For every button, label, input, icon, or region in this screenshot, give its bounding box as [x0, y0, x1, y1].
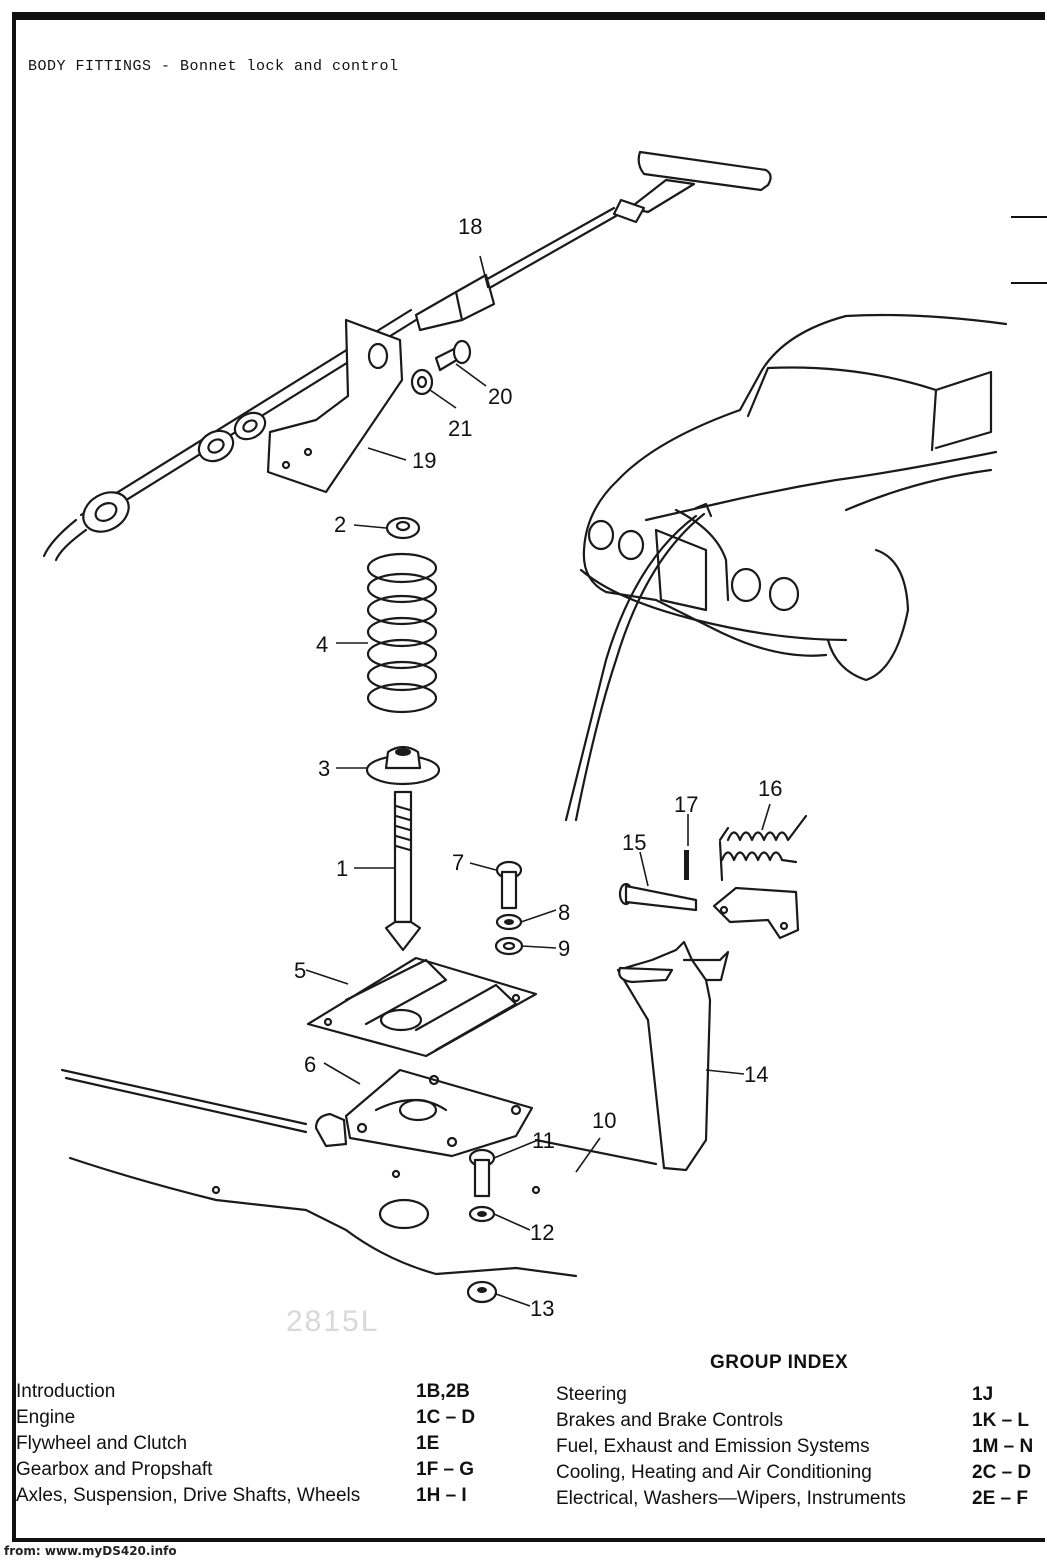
entry-label: Gearbox and Propshaft — [16, 1459, 213, 1480]
group-index-entry[interactable]: Brakes and Brake Controls 1K – L — [556, 1408, 1046, 1434]
callout-12: 12 — [530, 1220, 554, 1245]
group-index-entry[interactable]: Introduction 1B,2B — [16, 1379, 506, 1405]
page-frame — [12, 12, 1045, 1542]
leader-lines — [305, 255, 771, 1307]
group-index-entry[interactable]: Electrical, Washers—Wipers, Instruments 2… — [556, 1486, 1046, 1512]
edge-mark — [1011, 282, 1047, 284]
safety-catch — [616, 940, 730, 1172]
entry-label: Flywheel and Clutch — [16, 1433, 188, 1454]
entry-label: Engine — [16, 1407, 76, 1428]
split-pin — [684, 850, 689, 880]
bonnet-platform-panel — [60, 1068, 658, 1278]
cable-bracket — [266, 318, 404, 494]
entry-code: 2E – F — [972, 1488, 1028, 1509]
entry-label: Cooling, Heating and Air Conditioning — [556, 1462, 872, 1483]
group-index-entry[interactable]: Gearbox and Propshaft 1F – G — [16, 1457, 506, 1483]
page-title: BODY FITTINGS - Bonnet lock and control — [28, 58, 399, 75]
bonnet-release-handle — [612, 150, 772, 224]
entry-label: Fuel, Exhaust and Emission Systems — [556, 1436, 870, 1457]
bracket-washer — [410, 368, 434, 396]
pivot-pin — [618, 882, 698, 912]
entry-code: 1M – N — [972, 1436, 1034, 1457]
entry-label: Introduction — [16, 1381, 116, 1402]
callout-20: 20 — [488, 384, 512, 409]
callout-16: 16 — [758, 776, 782, 801]
guide-plate — [306, 956, 538, 1058]
callout-14: 14 — [744, 1062, 768, 1087]
callout-18: 18 — [458, 214, 482, 239]
group-index-entry[interactable]: Cooling, Heating and Air Conditioning 2C … — [556, 1460, 1046, 1486]
panel-washer — [468, 1205, 496, 1223]
entry-code: 1B,2B — [416, 1381, 470, 1402]
entry-label: Brakes and Brake Controls — [556, 1410, 784, 1431]
group-index-entry[interactable]: Engine 1C – D — [16, 1405, 506, 1431]
callout-1: 1 — [336, 856, 348, 881]
plain-washer — [494, 936, 524, 956]
bracket-bolt — [434, 339, 472, 372]
car-illustration — [564, 313, 1008, 822]
lock-plate — [314, 1068, 534, 1158]
entry-label: Electrical, Washers—Wipers, Instruments — [556, 1488, 906, 1509]
lock-pin — [384, 790, 422, 952]
drawing-reference-mark: 2815L — [286, 1305, 380, 1338]
group-index-entry[interactable]: Axles, Suspension, Drive Shafts, Wheels 1… — [16, 1483, 506, 1509]
group-index-entry[interactable]: Flywheel and Clutch 1E — [16, 1431, 506, 1457]
callout-13: 13 — [530, 1296, 554, 1321]
source-url[interactable]: from: www.myDS420.info — [4, 1544, 177, 1558]
lock-spring — [366, 552, 438, 714]
group-index-entry[interactable]: Steering 1J — [556, 1382, 1046, 1408]
entry-label: Axles, Suspension, Drive Shafts, Wheels — [16, 1485, 361, 1506]
callout-15: 15 — [622, 830, 646, 855]
spring-washer — [495, 913, 523, 931]
callout-6: 6 — [304, 1052, 316, 1077]
callout-21: 21 — [448, 416, 472, 441]
torsion-spring — [718, 814, 808, 882]
panel-bolt — [468, 1148, 496, 1198]
callout-7: 7 — [452, 850, 464, 875]
group-index-right-column: Steering 1J Brakes and Brake Controls 1K –… — [556, 1382, 1046, 1512]
group-index-title: GROUP INDEX — [710, 1352, 849, 1373]
callout-10: 10 — [592, 1108, 616, 1133]
group-index-left-column: Introduction 1B,2B Engine 1C – D Flywheel … — [16, 1379, 506, 1509]
callout-9: 9 — [558, 936, 570, 961]
entry-code: 1C – D — [416, 1407, 476, 1428]
spring-cup — [365, 745, 441, 786]
callout-17: 17 — [674, 792, 698, 817]
entry-code: 1E — [416, 1433, 440, 1454]
callout-11: 11 — [532, 1128, 555, 1153]
entry-code: 1H – I — [416, 1485, 467, 1506]
panel-nut — [466, 1280, 498, 1304]
plate-bolt — [495, 860, 523, 910]
entry-code: 1J — [972, 1384, 994, 1405]
callout-4: 4 — [316, 632, 328, 657]
entry-code: 1F – G — [416, 1459, 475, 1480]
callout-5: 5 — [294, 958, 306, 983]
entry-code: 2C – D — [972, 1462, 1032, 1483]
group-index-entry[interactable]: Fuel, Exhaust and Emission Systems 1M – N — [556, 1434, 1046, 1460]
callout-19: 19 — [412, 448, 436, 473]
callout-3: 3 — [318, 756, 330, 781]
entry-label: Steering — [556, 1384, 627, 1405]
callout-8: 8 — [558, 900, 570, 925]
catch-bracket — [712, 886, 800, 940]
edge-mark — [1011, 216, 1047, 218]
lock-nut — [385, 516, 421, 540]
callout-2: 2 — [334, 512, 346, 537]
cable-grommet — [82, 411, 267, 533]
exploded-parts-diagram: 18 20 21 19 2 4 3 1 7 8 9 5 6 10 11 12 1… — [42, 150, 1008, 1321]
entry-code: 1K – L — [972, 1410, 1030, 1431]
